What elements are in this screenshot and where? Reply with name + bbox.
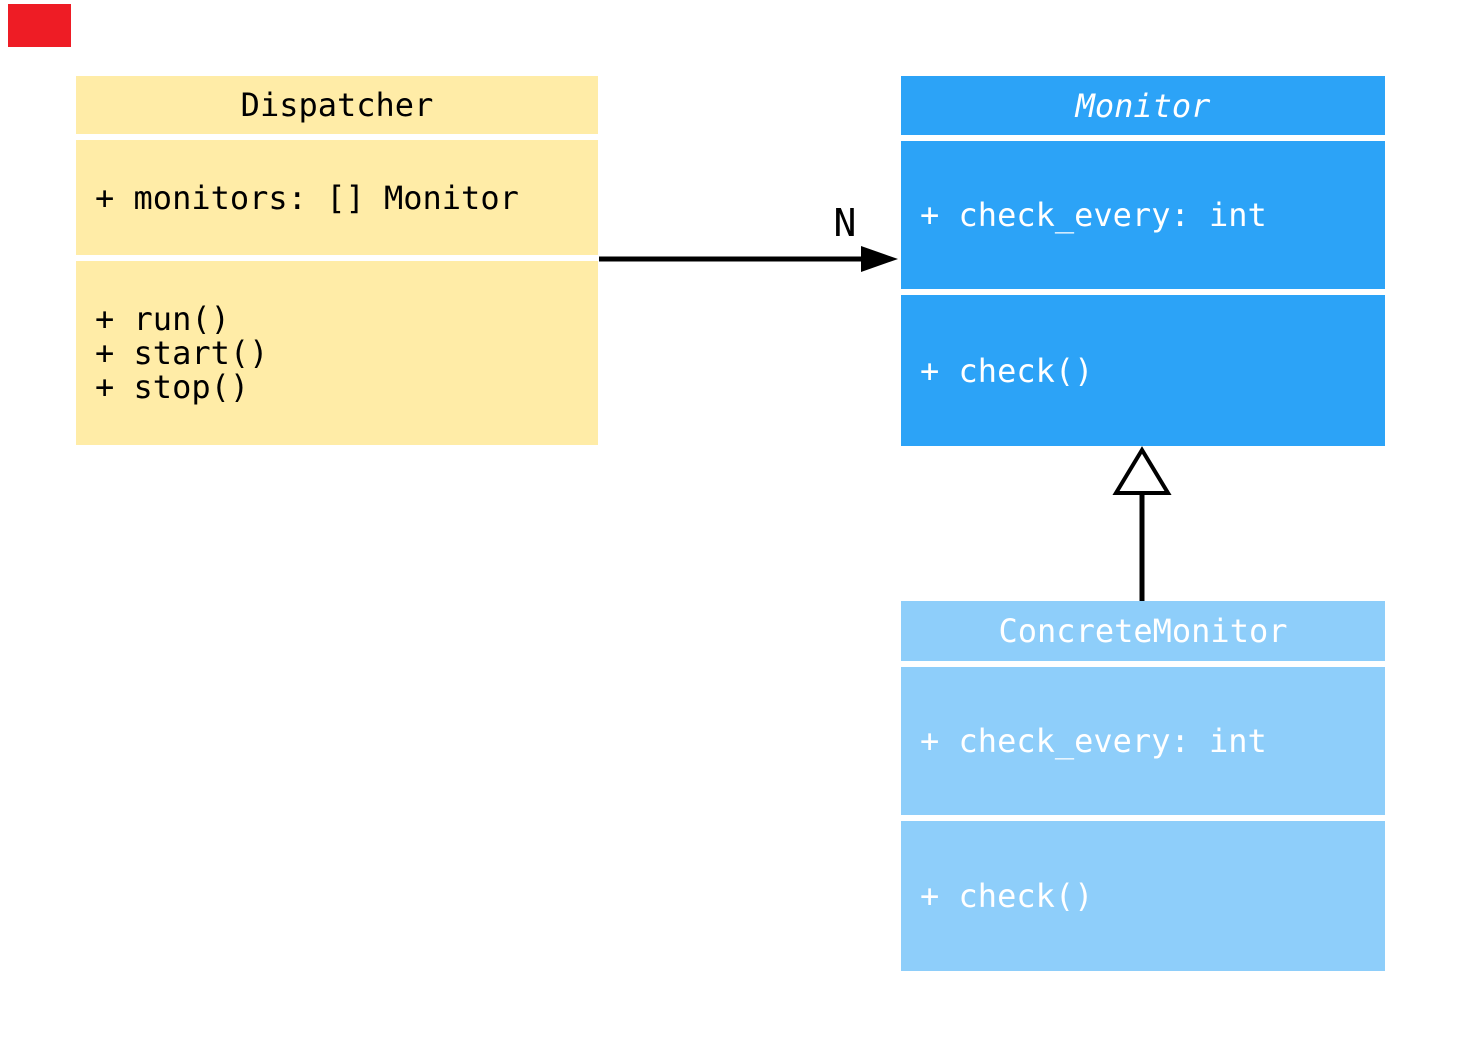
method-row: + check(): [920, 351, 1094, 390]
attribute-row: + monitors: [] Monitor: [95, 178, 519, 217]
class-box-concrete-monitor: ConcreteMonitor + check_every: int + che…: [901, 601, 1385, 971]
attribute-row: + check_every: int: [920, 722, 1267, 760]
class-attributes-concrete-monitor: + check_every: int: [901, 667, 1385, 815]
attribute-row: + check_every: int: [920, 196, 1267, 234]
inheritance-triangle-icon: [1112, 446, 1172, 495]
class-title-dispatcher: Dispatcher: [76, 76, 598, 134]
class-box-dispatcher: Dispatcher + monitors: [] Monitor + run(…: [76, 76, 598, 445]
class-attributes-dispatcher: + monitors: [] Monitor: [76, 140, 598, 255]
association-multiplicity-label: N: [833, 201, 857, 245]
class-box-monitor: Monitor + check_every: int + check(): [901, 76, 1385, 446]
method-row: + check(): [920, 877, 1094, 915]
class-title-concrete-monitor: ConcreteMonitor: [901, 601, 1385, 661]
class-methods-monitor: + check(): [901, 295, 1385, 446]
method-row: + stop(): [95, 368, 250, 406]
class-methods-dispatcher: + run() + start() + stop(): [76, 261, 598, 445]
association-arrowhead-icon: [861, 246, 898, 272]
method-row: + run(): [95, 300, 230, 338]
class-methods-concrete-monitor: + check(): [901, 821, 1385, 971]
red-marker-rectangle: [8, 4, 71, 47]
class-attributes-monitor: + check_every: int: [901, 141, 1385, 289]
method-row: + start(): [95, 334, 269, 372]
class-title-monitor: Monitor: [901, 76, 1385, 135]
